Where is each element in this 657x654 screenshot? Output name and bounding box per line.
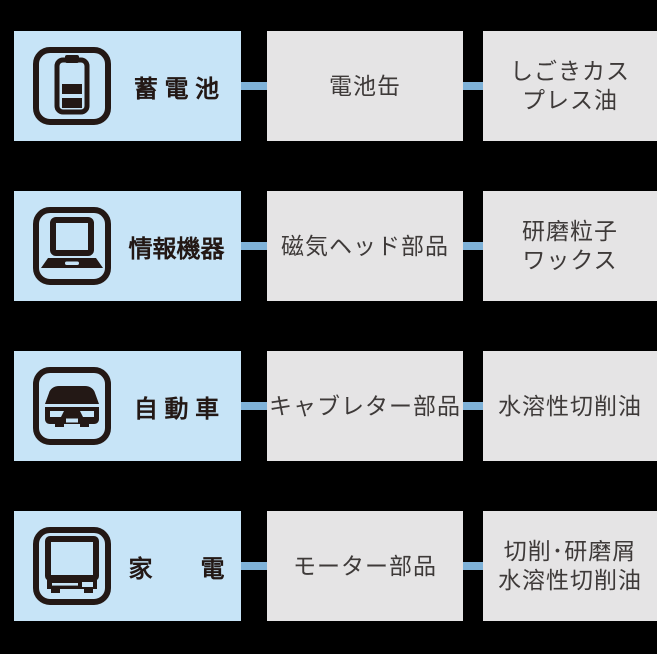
- part-box: 電池缶: [267, 31, 463, 141]
- output-line-1: 水溶性切削油: [498, 392, 642, 419]
- output-line-2: 水溶性切削油: [498, 567, 642, 593]
- battery-icon: [33, 47, 111, 125]
- category-label: 家 電: [128, 555, 225, 583]
- row-automobile: 自 動 車 キャブレター部品 水溶性切削油: [14, 351, 657, 461]
- connector-line: [241, 242, 267, 250]
- car-icon: [33, 367, 111, 445]
- category-box-information-equipment: 情報機器: [14, 191, 241, 301]
- category-box-storage-battery: 蓄 電 池: [14, 31, 241, 141]
- laptop-icon: [33, 207, 111, 285]
- part-label: モーター部品: [293, 552, 437, 579]
- row-information-equipment: 情報機器 磁気ヘッド部品 研磨粒子 ワックス: [14, 191, 657, 301]
- category-box-automobile: 自 動 車: [14, 351, 241, 461]
- output-line-1: 切削･研磨屑: [503, 538, 637, 564]
- category-label: 情報機器: [128, 235, 225, 263]
- output-line-1: しごきカス: [510, 58, 630, 84]
- part-box: キャブレター部品: [267, 351, 463, 461]
- output-box: しごきカス プレス油: [483, 31, 657, 141]
- connector-line: [463, 562, 483, 570]
- output-box: 研磨粒子 ワックス: [483, 191, 657, 301]
- part-box: 磁気ヘッド部品: [267, 191, 463, 301]
- part-label: 電池缶: [329, 72, 401, 99]
- connector-line: [463, 242, 483, 250]
- output-line-1: 研磨粒子: [522, 218, 618, 244]
- part-label: キャブレター部品: [269, 392, 461, 419]
- connector-line: [241, 562, 267, 570]
- connector-line: [463, 82, 483, 90]
- connector-line: [241, 402, 267, 410]
- row-storage-battery: 蓄 電 池 電池缶 しごきカス プレス油: [14, 31, 657, 141]
- category-label: 自 動 車: [133, 395, 220, 423]
- row-home-appliance: 家 電 モーター部品 切削･研磨屑 水溶性切削油: [14, 511, 657, 621]
- output-line-2: プレス油: [522, 87, 618, 113]
- tv-icon: [33, 527, 111, 605]
- output-line-2: ワックス: [522, 247, 618, 273]
- part-label: 磁気ヘッド部品: [281, 232, 449, 259]
- connector-line: [463, 402, 483, 410]
- category-label: 蓄 電 池: [133, 75, 220, 103]
- output-box: 切削･研磨屑 水溶性切削油: [483, 511, 657, 621]
- category-box-home-appliance: 家 電: [14, 511, 241, 621]
- output-box: 水溶性切削油: [483, 351, 657, 461]
- part-box: モーター部品: [267, 511, 463, 621]
- connector-line: [241, 82, 267, 90]
